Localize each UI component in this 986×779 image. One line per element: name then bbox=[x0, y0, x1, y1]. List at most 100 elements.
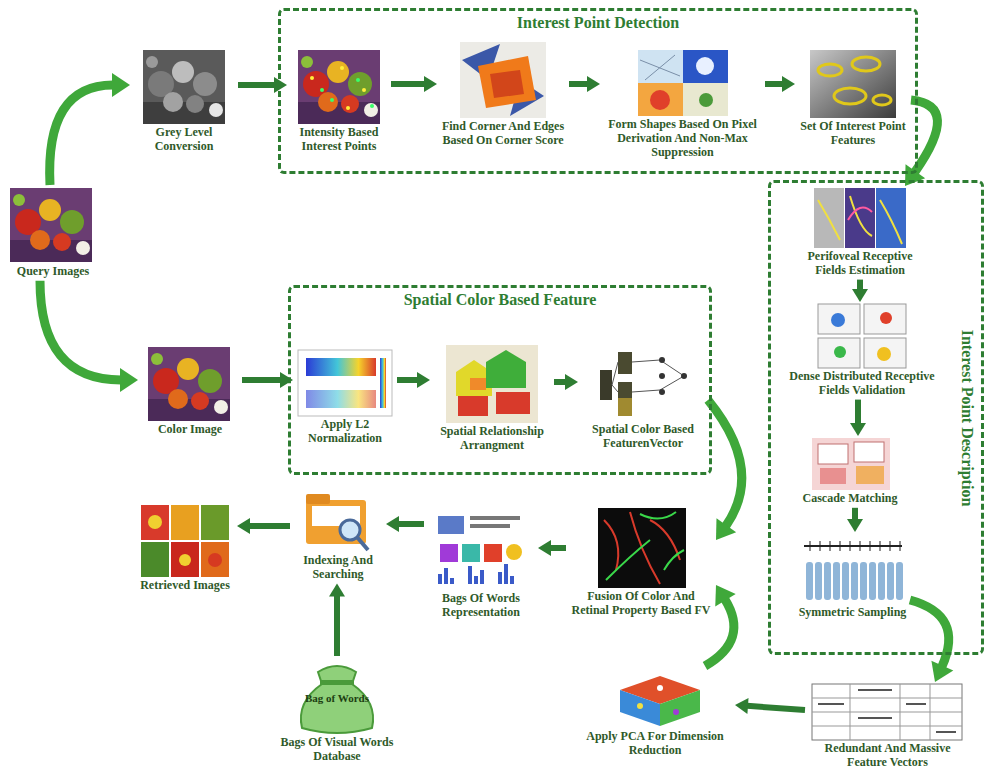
matching-cards-part bbox=[818, 444, 848, 464]
sampling-strip-part bbox=[851, 562, 858, 600]
feature-vector-net-part bbox=[618, 398, 632, 416]
process-step: Query Images bbox=[4, 185, 102, 281]
query-photo-part bbox=[39, 199, 61, 221]
arrow-head bbox=[852, 289, 868, 302]
retrieved-grid bbox=[141, 505, 229, 577]
sampling-strip-part bbox=[833, 562, 840, 600]
index-folder bbox=[306, 494, 368, 550]
interest-point-photo-part bbox=[330, 98, 334, 102]
receptive-field-photo-part bbox=[818, 196, 902, 244]
arrow-shaft bbox=[238, 82, 275, 88]
arrow-shaft bbox=[747, 706, 805, 710]
pca-cube-part bbox=[605, 668, 705, 728]
feature-vector-net bbox=[597, 345, 689, 421]
step-caption: Intensity Based Interest Points bbox=[289, 126, 389, 154]
step-caption: Find Corner And Edges Based On Corner Sc… bbox=[439, 120, 567, 148]
process-step: Fusion Of Color And Retinal Property Bas… bbox=[566, 506, 716, 620]
retrieved-grid-part bbox=[201, 505, 229, 540]
step-caption: Apply PCA For Dimension Reduction bbox=[577, 730, 733, 758]
interest-point-photo-part bbox=[370, 104, 374, 108]
arrow-head bbox=[847, 519, 863, 532]
spatial-blocks-part bbox=[458, 396, 488, 416]
arrow-head bbox=[329, 584, 345, 597]
query-photo-part bbox=[10, 240, 92, 262]
flow-arrow bbox=[40, 281, 138, 392]
color-photo-part bbox=[214, 400, 228, 414]
vector-table bbox=[812, 684, 962, 740]
sampling-strip-part bbox=[860, 562, 867, 600]
corner-photo bbox=[460, 42, 546, 118]
feature-vector-net-part bbox=[681, 373, 687, 379]
interest-point-photo bbox=[298, 50, 380, 124]
color-photo-part bbox=[148, 399, 230, 421]
shape-photo-part bbox=[650, 90, 670, 110]
vector-table-part bbox=[812, 684, 962, 740]
step-caption: Bags Of Visual Words Database bbox=[274, 736, 400, 764]
interest-point-photo-part bbox=[318, 92, 338, 112]
feature-vector-net-part bbox=[600, 370, 612, 400]
bow-chart-part bbox=[470, 524, 510, 528]
arrow-head bbox=[237, 518, 250, 534]
retrieved-grid-part bbox=[171, 505, 199, 540]
bag-shape bbox=[301, 666, 373, 733]
retrieved-grid-part bbox=[171, 542, 199, 577]
feature-vector-net-part bbox=[659, 389, 665, 395]
arrow-head bbox=[386, 516, 399, 532]
arrow-shaft bbox=[249, 523, 290, 529]
sampling-strip-part bbox=[806, 562, 813, 600]
color-photo-part bbox=[177, 358, 199, 380]
arrow-shaft bbox=[391, 81, 425, 87]
receptive-field-photo-part bbox=[848, 208, 872, 221]
arrow-head bbox=[538, 540, 551, 556]
index-folder-part bbox=[306, 494, 330, 504]
arrow-head bbox=[931, 661, 953, 682]
flow-arrow bbox=[554, 374, 578, 390]
flow-arrow bbox=[329, 584, 345, 656]
process-step: Intensity Based Interest Points bbox=[287, 48, 391, 156]
process-step: Apply PCA For Dimension Reduction bbox=[575, 666, 735, 760]
retrieved-grid-part bbox=[208, 553, 222, 567]
normalization-plot-part bbox=[306, 390, 376, 408]
flow-arrow bbox=[237, 518, 290, 534]
arrow-head bbox=[120, 368, 138, 392]
feature-vector-net-part bbox=[659, 357, 665, 363]
validation-plots-part bbox=[877, 347, 891, 361]
process-step: Bag of WordsBags Of Visual Words Databas… bbox=[272, 656, 402, 766]
feature-vector-net-part bbox=[597, 345, 689, 421]
arrow-head bbox=[424, 76, 437, 92]
bag-shape-part bbox=[320, 680, 354, 685]
receptive-field-photo bbox=[814, 188, 906, 248]
interest-point-photo-part bbox=[310, 76, 314, 80]
step-caption: Query Images bbox=[6, 265, 100, 279]
color-photo bbox=[148, 347, 230, 421]
retrieved-grid-part bbox=[141, 505, 169, 540]
sampling-strip-part bbox=[896, 562, 903, 600]
bow-chart-part bbox=[484, 544, 502, 562]
grey-photo-part bbox=[186, 95, 204, 113]
flow-arrow bbox=[242, 372, 293, 388]
fusion-photo-part bbox=[604, 512, 680, 584]
arrow-head bbox=[587, 76, 600, 92]
pca-cube-part bbox=[637, 703, 643, 709]
spatial-blocks-part bbox=[496, 392, 530, 414]
shape-photo-part bbox=[683, 83, 728, 116]
validation-plots bbox=[818, 304, 906, 368]
validation-plots-part bbox=[880, 312, 892, 324]
process-step: Form Shapes Based On Pixel Derivation An… bbox=[600, 48, 765, 161]
arrow-shaft bbox=[554, 379, 566, 385]
interest-point-photo-part bbox=[327, 61, 349, 83]
retrieved-grid-part bbox=[201, 542, 229, 577]
arrow-shaft bbox=[397, 377, 418, 383]
grey-photo-part bbox=[163, 92, 183, 112]
flow-arrow bbox=[708, 400, 742, 540]
sampling-strip-part bbox=[878, 562, 885, 600]
process-step: Redundant And Massive Feature Vectors bbox=[805, 682, 970, 772]
group-box: Spatial Color Based FeatureApply L2 Norm… bbox=[288, 285, 712, 475]
group-box: Interest Point DescriptionPerifoveal Rec… bbox=[768, 180, 984, 655]
vector-table-part bbox=[818, 690, 956, 732]
flow-arrow bbox=[705, 585, 736, 666]
bag-label: Bag of Words bbox=[302, 692, 372, 704]
arrow-head bbox=[716, 518, 736, 540]
spatial-blocks-part bbox=[470, 378, 486, 390]
query-photo-part bbox=[60, 210, 84, 234]
